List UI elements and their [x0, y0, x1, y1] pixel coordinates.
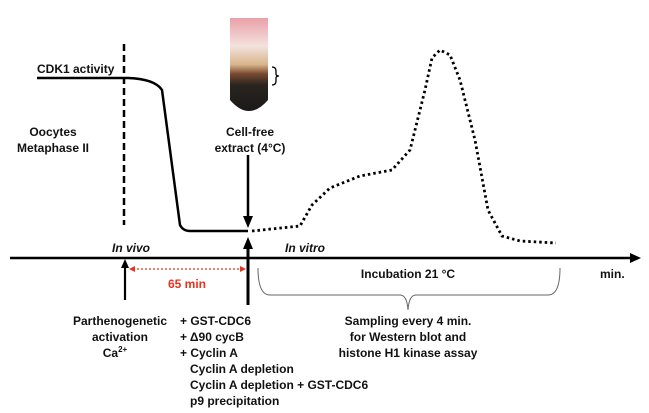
- treatment-item: p9 precipitation: [190, 394, 279, 408]
- cdk1-in-vitro-curve: [251, 48, 557, 245]
- calcium-label: Ca2+: [103, 345, 128, 360]
- treatment-item: Cyclin A depletion + GST-CDC6: [190, 378, 368, 392]
- arrow-up-icon: [243, 237, 253, 249]
- metaphase-label: Metaphase II: [17, 141, 89, 155]
- axis-arrowhead-icon: [630, 253, 641, 263]
- in-vitro-label: In vitro: [285, 241, 325, 255]
- incubation-label: Incubation 21 °C: [361, 267, 455, 281]
- activation-label-2: activation: [92, 330, 148, 344]
- arrow-up-icon: [121, 259, 129, 268]
- activation-label-1: Parthenogenetic: [73, 314, 167, 328]
- incubation-brace: [257, 267, 561, 311]
- sampling-label-3: histone H1 kinase assay: [339, 346, 478, 360]
- arrow-down-icon: [243, 216, 253, 228]
- layer-bracket: [271, 66, 280, 86]
- axis-unit-label: min.: [600, 267, 625, 281]
- extract-tube-image: [230, 18, 280, 111]
- extract-label-1: Cell-free: [226, 125, 274, 139]
- treatment-list: + GST-CDC6 + Δ90 cycB + Cyclin A Cyclin …: [180, 314, 368, 408]
- treatment-item: Cyclin A depletion: [190, 362, 294, 376]
- sampling-label-1: Sampling every 4 min.: [345, 314, 472, 328]
- in-vivo-label: In vivo: [112, 241, 150, 255]
- treatment-item: + Δ90 cycB: [180, 330, 244, 344]
- extract-label-2: extract (4°C): [215, 141, 286, 155]
- sampling-label-2: for Western blot and: [350, 330, 466, 344]
- cdk1-in-vivo-curve: [37, 76, 248, 233]
- interval-label: 65 min: [168, 277, 206, 291]
- treatment-item: + GST-CDC6: [180, 314, 251, 328]
- oocytes-label: Oocytes: [29, 125, 77, 139]
- cdk1-label: CDK1 activity: [37, 62, 115, 76]
- treatment-item: + Cyclin A: [180, 346, 238, 360]
